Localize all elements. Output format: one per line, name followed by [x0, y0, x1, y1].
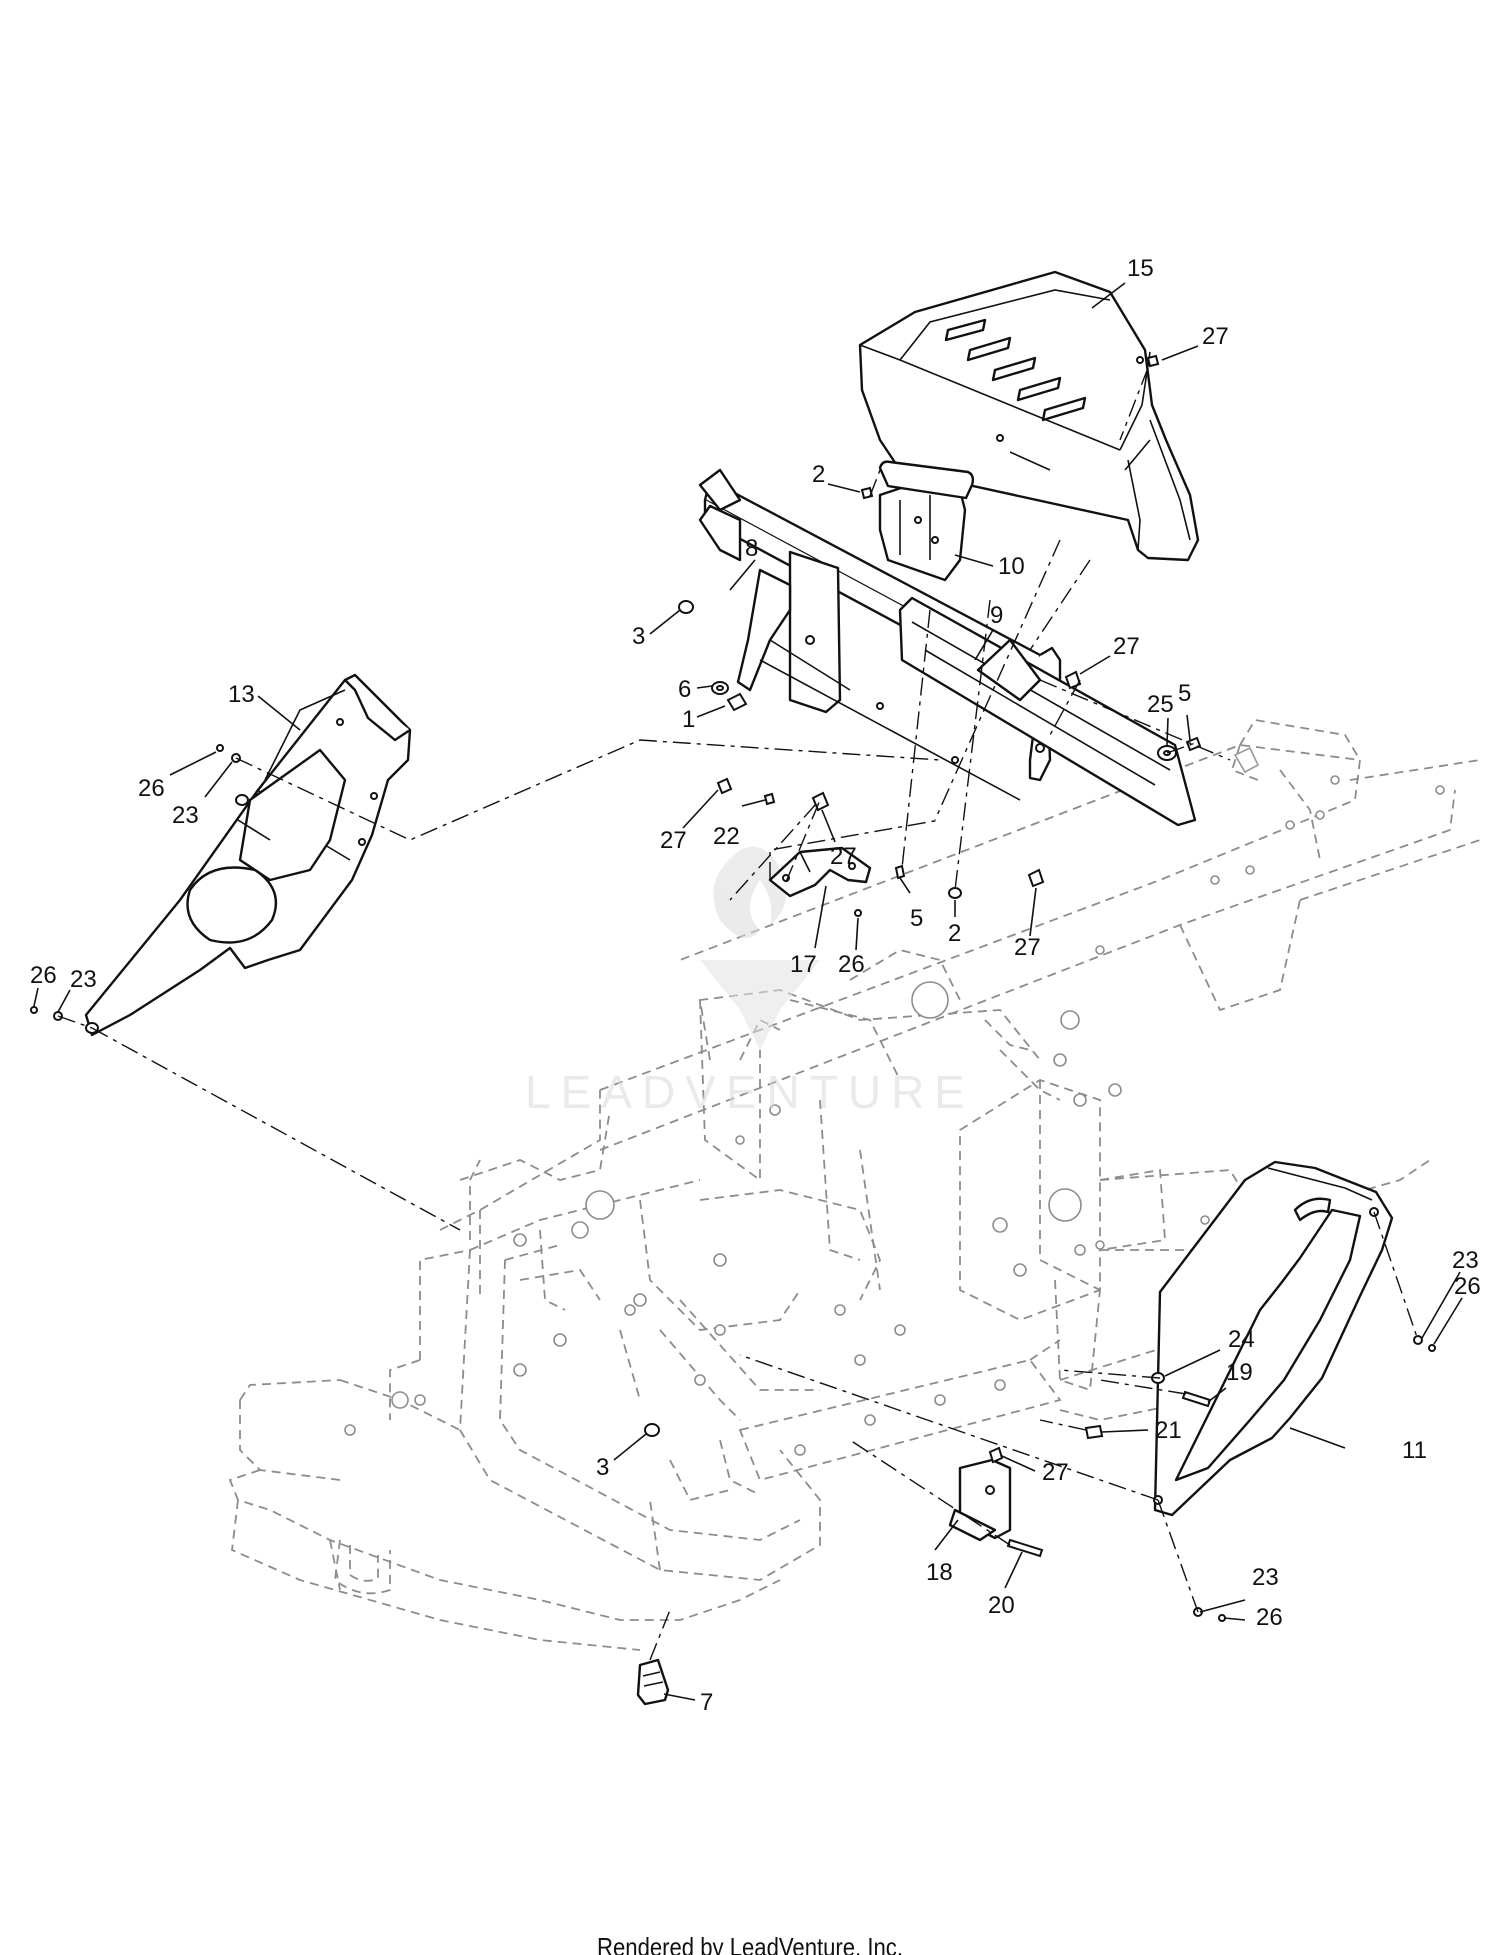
callout-19: 19	[1226, 1359, 1253, 1386]
part-7-pad	[636, 1658, 670, 1706]
leadventure-watermark: LEADVENTURE	[525, 846, 975, 1118]
callout-labels: 15 27 2 10 8 3 9 27 6 1 25 5 13 26 23 27…	[30, 255, 1481, 1716]
part-18-bracket	[948, 1458, 1012, 1542]
hardware	[30, 354, 1436, 1622]
part-10-bracket	[878, 460, 975, 582]
callout-22: 22	[713, 823, 740, 850]
callout-2: 2	[948, 920, 961, 947]
callout-18: 18	[926, 1559, 953, 1586]
callout-25: 25	[1147, 691, 1174, 718]
callout-27: 27	[1014, 934, 1041, 961]
callout-13: 13	[228, 681, 255, 708]
callout-26: 26	[138, 775, 165, 802]
callout-8: 8	[745, 535, 758, 562]
callout-2: 2	[812, 461, 825, 488]
callout-27: 27	[1202, 323, 1229, 350]
callout-23: 23	[1252, 1564, 1279, 1591]
callout-23: 23	[70, 966, 97, 993]
callout-11: 11	[1402, 1437, 1427, 1464]
callout-6: 6	[678, 676, 691, 703]
callout-1: 1	[682, 706, 695, 733]
callout-3: 3	[596, 1454, 609, 1481]
callout-24: 24	[1228, 1326, 1255, 1353]
callout-27: 27	[1113, 633, 1140, 660]
callout-17: 17	[790, 951, 817, 978]
callout-20: 20	[988, 1592, 1015, 1619]
part-17-bracket	[768, 846, 872, 898]
callout-21: 21	[1155, 1417, 1182, 1444]
callout-23: 23	[172, 802, 199, 829]
assembly-centerlines	[57, 367, 1419, 1661]
callout-3: 3	[632, 623, 645, 650]
callout-26: 26	[838, 951, 865, 978]
callout-26: 26	[1256, 1604, 1283, 1631]
callout-15: 15	[1127, 255, 1154, 282]
part-15-cover	[858, 270, 1200, 562]
callout-5: 5	[910, 905, 923, 932]
part-13-left-panel	[84, 673, 412, 1037]
callout-26: 26	[30, 962, 57, 989]
callout-5: 5	[1178, 680, 1191, 707]
callout-10: 10	[998, 553, 1025, 580]
callout-7: 7	[700, 1689, 713, 1716]
part-11-right-panel	[1153, 1160, 1394, 1517]
callout-27: 27	[830, 843, 857, 870]
callout-23: 23	[1452, 1247, 1479, 1274]
callout-9: 9	[990, 602, 1003, 629]
callout-27: 27	[1042, 1459, 1069, 1486]
leader-lines	[33, 282, 1463, 1701]
callout-27: 27	[660, 827, 687, 854]
callout-26: 26	[1454, 1273, 1481, 1300]
render-credit-footer: Rendered by LeadVenture, Inc.	[597, 1932, 903, 1955]
watermark-text: LEADVENTURE	[525, 1066, 975, 1118]
